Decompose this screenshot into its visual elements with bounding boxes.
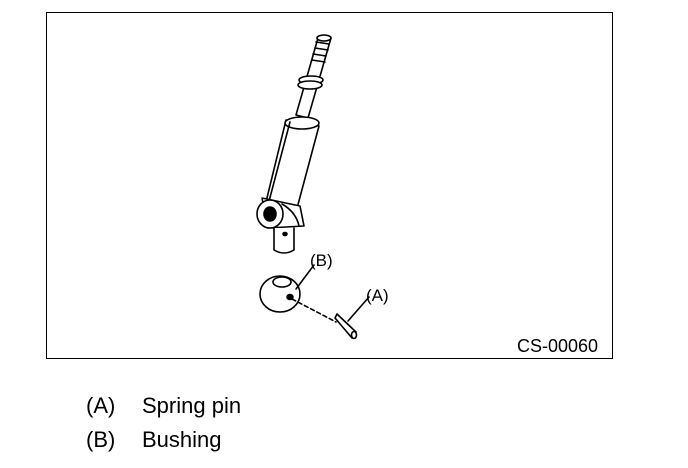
shift-rod-shaft [295,34,332,119]
legend-key: (B) [86,427,116,452]
pin-insertion-path [291,298,337,323]
rod-stub [273,227,295,254]
callout-b-label: (B) [310,251,333,270]
callout-b-leader [295,264,315,290]
bushing [259,275,301,313]
rod-yoke [256,197,305,229]
legend-key: (A) [86,393,116,418]
legend-label: Spring pin [142,393,242,418]
legend-item-spring-pin: (A) Spring pin [86,393,241,419]
legend-item-bushing: (B) Bushing [86,427,222,453]
legend-label: Bushing [142,427,222,452]
shift-rod-sleeve [264,116,320,213]
callout-a-label: (A) [366,286,389,305]
figure-code: CS-00060 [517,336,598,356]
spring-pin [334,313,358,340]
callout-a-leader [347,296,370,322]
figure-frame [46,12,613,359]
